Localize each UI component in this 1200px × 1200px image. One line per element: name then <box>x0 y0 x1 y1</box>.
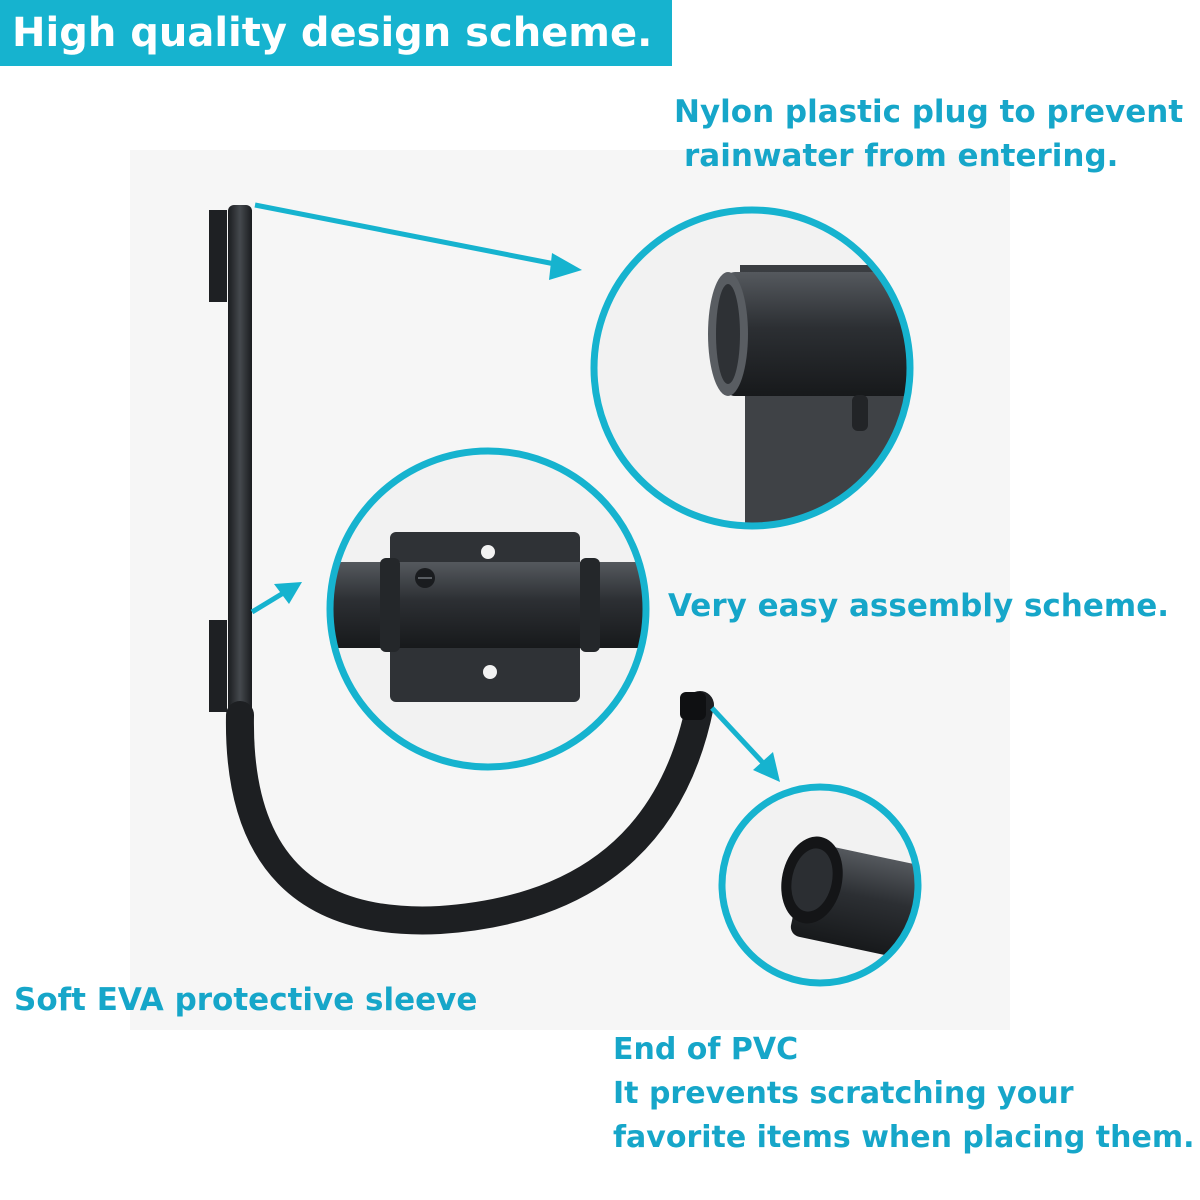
plug-callout: Nylon plastic plug to prevent rainwater … <box>674 90 1183 178</box>
arrow-head-pvc <box>753 752 780 782</box>
plug-callout-line1: Nylon plastic plug to prevent <box>674 94 1184 130</box>
pvc-callout-line1: End of PVC <box>613 1032 799 1067</box>
pointer-arrows <box>250 202 780 782</box>
zoom-pvc-end <box>718 783 922 987</box>
arrow-to-assembly <box>250 589 287 615</box>
plug-callout-line2: rainwater from entering. <box>684 138 1119 174</box>
zoom-plug <box>590 206 914 530</box>
arrow-to-pvc <box>710 706 767 767</box>
arrow-to-plug <box>254 202 561 268</box>
sleeve-callout: Soft EVA protective sleeve <box>14 982 478 1018</box>
arrow-head-plug <box>549 253 582 280</box>
pvc-callout-line2: It prevents scratching your <box>613 1076 1074 1111</box>
bracket <box>209 205 714 935</box>
top-wall-plate <box>209 210 227 302</box>
pvc-end-cap <box>680 692 706 720</box>
arrow-head-assembly <box>274 582 302 604</box>
vertical-pipe <box>228 205 252 720</box>
assembly-callout: Very easy assembly scheme. <box>668 588 1169 624</box>
bottom-wall-plate <box>209 620 227 712</box>
page-title-banner: High quality design scheme. <box>0 0 672 66</box>
pvc-callout: End of PVC It prevents scratching your f… <box>613 1028 1194 1160</box>
pvc-callout-line3: favorite items when placing them. <box>613 1120 1195 1155</box>
eva-sleeve-curve <box>225 691 714 935</box>
zoom-assembly <box>326 447 650 771</box>
